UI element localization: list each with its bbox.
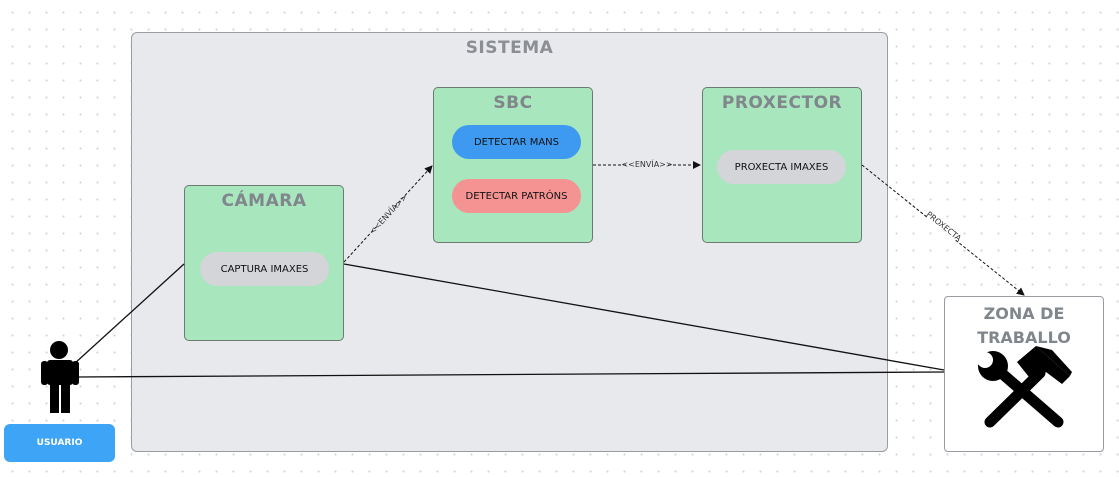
project-images-action[interactable]: PROXECTA IMAXES [717, 150, 846, 184]
work-zone-box[interactable] [944, 296, 1104, 452]
user-to-camera-line [73, 263, 185, 365]
system-title: SISTEMA [465, 38, 554, 58]
capture-images-action[interactable]: CAPTURA IMAXES [200, 252, 329, 286]
projector-to-zone-label: PROXECTA [924, 210, 963, 244]
work-zone-title: ZONA DE TRABALLO [944, 302, 1104, 350]
camera-to-zone-line [343, 263, 945, 371]
sbc-component[interactable] [433, 87, 593, 243]
camera-title: CÁMARA [221, 191, 307, 211]
sbc-title: SBC [493, 93, 533, 113]
sbc-to-projector-label: <<ENVÍA>> [621, 158, 672, 169]
detect-hands-action[interactable]: DETECTAR MANS [452, 125, 581, 159]
person-icon [41, 341, 79, 413]
detect-patterns-action[interactable]: DETECTAR PATRÓNS [452, 179, 581, 213]
user-to-zone-line [75, 371, 945, 378]
user-badge[interactable]: USUARIO [4, 424, 115, 462]
projector-title: PROXECTOR [721, 93, 843, 113]
work-zone-title-line2: TRABALLO [977, 328, 1071, 347]
tools-icon [970, 346, 1072, 428]
work-zone-title-line1: ZONA DE [983, 304, 1065, 323]
